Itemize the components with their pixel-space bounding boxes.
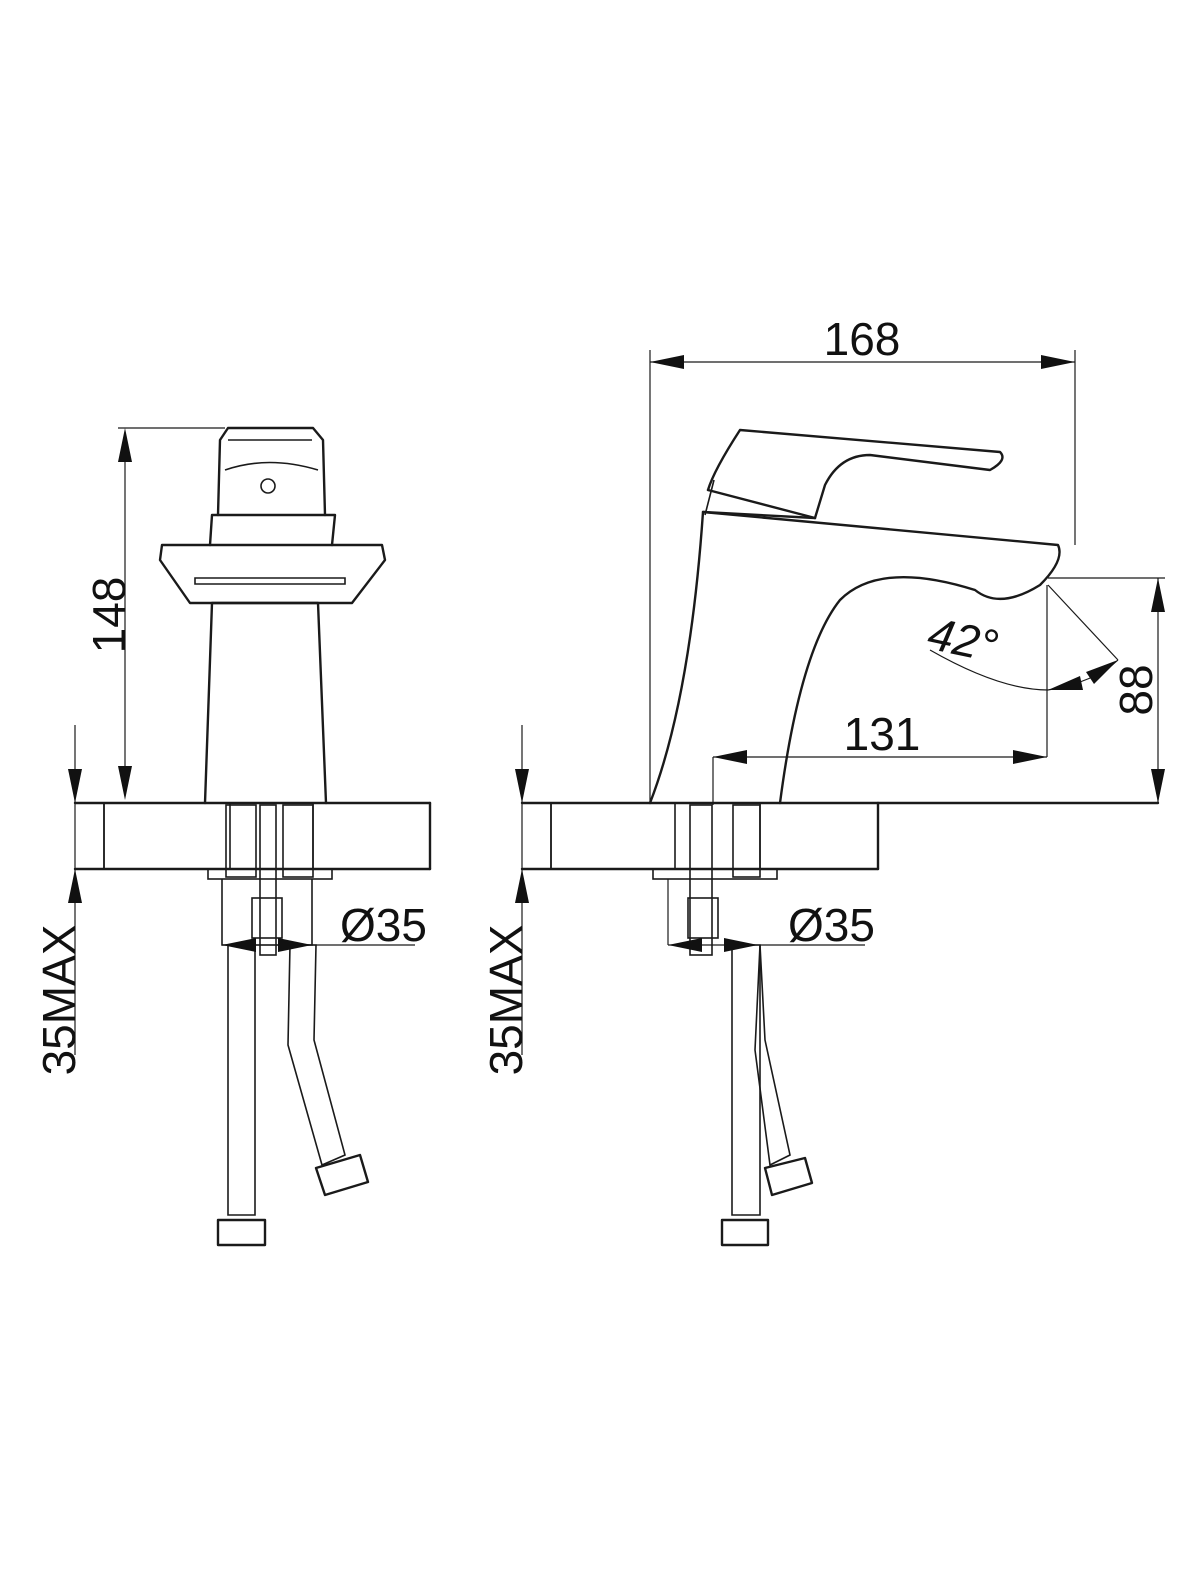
side-faucet-body: [648, 428, 1061, 805]
side-spout-height-label: 88: [1110, 664, 1162, 715]
side-length-label: 168: [824, 313, 901, 365]
side-reach-label: 131: [844, 708, 921, 760]
side-reach-dimension: 131: [712, 585, 1048, 805]
side-hole-label: Ø35: [788, 899, 875, 951]
side-deck-label: 35MAX: [480, 925, 532, 1076]
front-hole-dimension: Ø35: [222, 899, 427, 952]
side-length-dimension: 168: [649, 313, 1076, 803]
side-view: 168 131 88 42°: [480, 313, 1165, 1247]
front-view: 148 35MAX Ø35: [33, 426, 432, 1247]
front-counter-slab: [73, 801, 432, 871]
front-hole-label: Ø35: [340, 899, 427, 951]
side-supply-hoses: [652, 804, 814, 1247]
side-angle-label: 42°: [924, 607, 1003, 672]
front-deck-label: 35MAX: [33, 925, 85, 1076]
front-deck-dimension: 35MAX: [33, 725, 85, 1075]
front-faucet-body: [158, 426, 387, 805]
front-height-label: 148: [83, 577, 135, 654]
side-hole-dimension: Ø35: [667, 879, 875, 952]
front-height-dimension: 148: [83, 427, 225, 800]
side-deck-dimension: 35MAX: [480, 725, 532, 1075]
side-counter-slab: [520, 801, 1160, 871]
side-angle-dimension: 42°: [924, 584, 1119, 691]
side-spout-height-dimension: 88: [1048, 577, 1165, 803]
front-supply-hoses: [207, 804, 370, 1247]
